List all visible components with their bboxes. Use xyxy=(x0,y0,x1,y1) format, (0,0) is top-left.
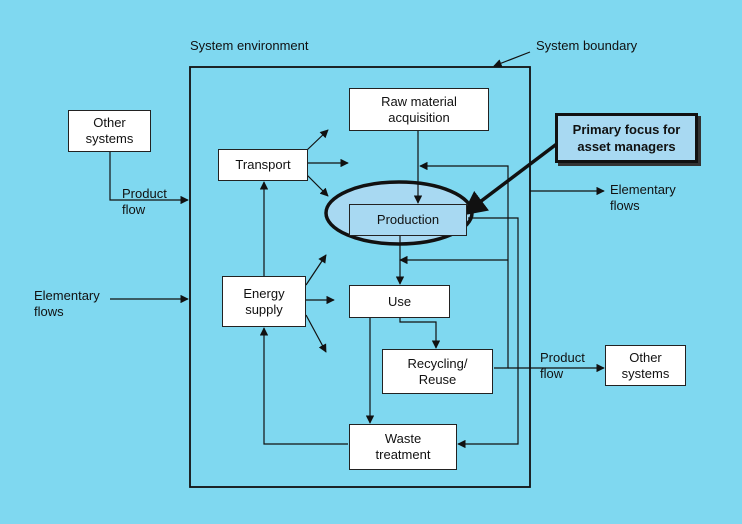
system-boundary-box xyxy=(189,66,531,488)
primary-focus-callout: Primary focus for asset managers xyxy=(555,113,698,163)
energy-supply-box: Energy supply xyxy=(222,276,306,327)
waste-treatment-box: Waste treatment xyxy=(349,424,457,470)
product-flow-in-label-line2: flow xyxy=(122,202,146,217)
elementary-flows-in-label: Elementary flows xyxy=(34,288,100,320)
product-flow-out-label: Product flow xyxy=(540,350,585,382)
elementary-flows-in-label-line1: Elementary xyxy=(34,288,100,303)
recycling-line1: Recycling/ xyxy=(407,355,468,371)
system-environment-label: System environment xyxy=(190,38,309,53)
production-to-waste-arrow xyxy=(457,217,519,449)
product-flow-out-label-line1: Product xyxy=(540,350,585,365)
transport-emission-down-arrow xyxy=(305,173,329,197)
raw-material-line1: Raw material xyxy=(381,93,457,109)
production-box: Production xyxy=(349,204,467,236)
recycling-reuse-box: Recycling/ Reuse xyxy=(382,349,493,394)
energy-emission-down-arrow xyxy=(305,314,327,353)
other-systems-right-line1: Other xyxy=(629,349,662,365)
other-systems-right-line2: systems xyxy=(621,365,670,381)
product-flow-out-label-line2: flow xyxy=(540,366,564,381)
product-flow-in-label: Product flow xyxy=(122,186,167,218)
waste-treatment-line2: treatment xyxy=(375,447,431,462)
focus-callout-arrow xyxy=(462,141,560,216)
waste-to-energy-arrow xyxy=(259,327,348,445)
boundary-pointer-arrow xyxy=(493,51,531,68)
product-flow-in-label-line1: Product xyxy=(122,186,167,201)
transport-box: Transport xyxy=(218,149,308,181)
other-systems-left-box: Other systems xyxy=(68,110,151,152)
primary-focus-line1: Primary focus for xyxy=(572,122,681,137)
elementary-flows-in-label-line2: flows xyxy=(34,304,64,319)
raw-material-line2: acquisition xyxy=(388,109,450,125)
other-systems-left-line2: systems xyxy=(85,131,134,146)
product-flow-in-arrow xyxy=(109,145,189,205)
energy-emission-up-arrow xyxy=(305,254,327,286)
recycling-line2: Reuse xyxy=(418,371,457,387)
transport-emission-up-arrow xyxy=(305,129,329,152)
energy-supply-line1: Energy xyxy=(243,285,285,301)
elementary-flows-out-label: Elementary flows xyxy=(610,182,676,214)
other-systems-right-box: Other systems xyxy=(605,345,686,386)
waste-treatment-line1: Waste xyxy=(384,431,422,446)
recycling-return-loop xyxy=(419,161,509,369)
raw-material-box: Raw material acquisition xyxy=(349,88,489,131)
elementary-flows-out-label-line1: Elementary xyxy=(610,182,676,197)
energy-supply-line2: supply xyxy=(245,301,283,317)
use-box: Use xyxy=(349,285,450,318)
other-systems-left-line1: Other xyxy=(93,115,126,130)
system-boundary-label: System boundary xyxy=(536,38,638,53)
elementary-flows-out-label-line2: flows xyxy=(610,198,640,213)
primary-focus-line2: asset managers xyxy=(577,139,676,154)
use-to-recycling-arrow xyxy=(399,318,441,349)
